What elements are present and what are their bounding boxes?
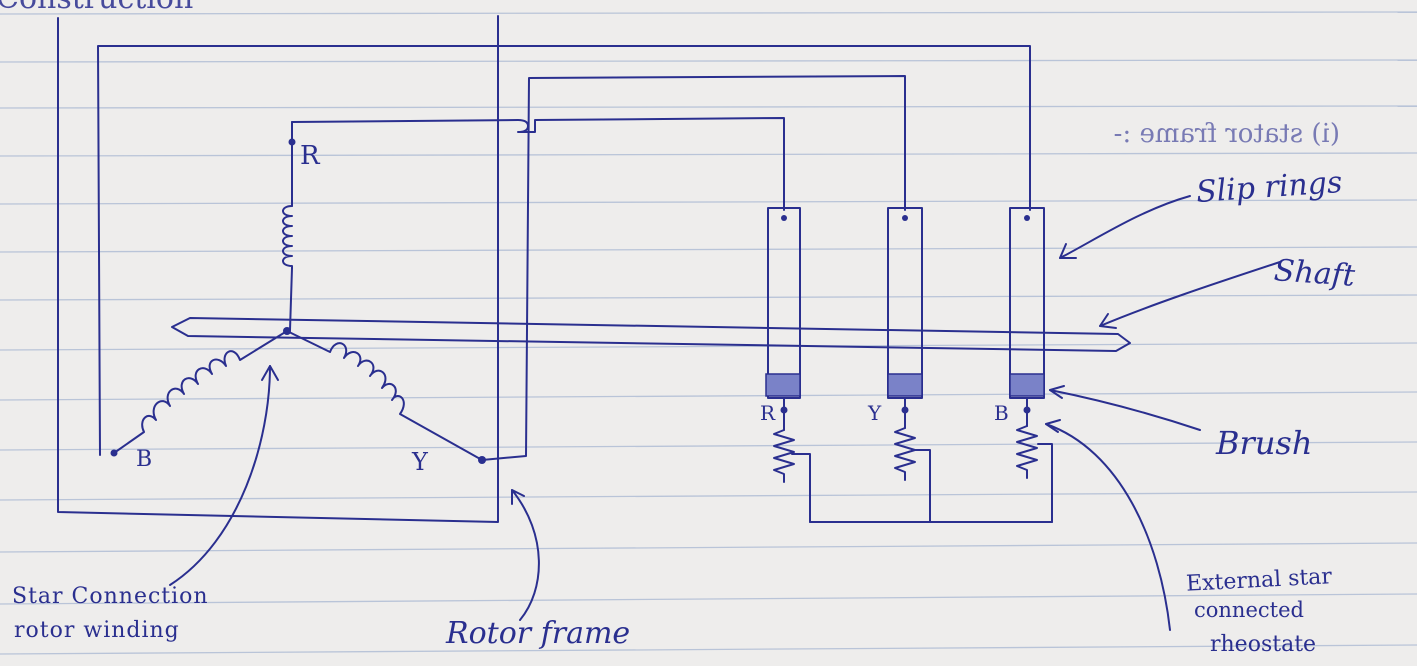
slip-ring-y xyxy=(887,207,923,399)
brush-y xyxy=(887,373,923,397)
ruled-lines xyxy=(0,11,1417,655)
label-shaft: Shaft xyxy=(1272,253,1357,294)
ring-terminal-y: Y xyxy=(867,401,882,425)
rotor-frame-outline xyxy=(57,15,499,523)
wire-y-loop xyxy=(481,75,906,461)
slip-ring-b xyxy=(1009,207,1045,399)
bleed-through-text: (i) stator frame :- xyxy=(1114,119,1340,149)
winding-terminal-r: R xyxy=(300,141,321,171)
brush-r xyxy=(765,373,801,397)
winding-terminal-y: Y xyxy=(411,448,429,476)
shaft xyxy=(171,317,1131,352)
brushes xyxy=(765,373,1045,397)
ring-terminal-r: R xyxy=(760,401,776,425)
label-brush: Brush xyxy=(1216,424,1313,462)
label-star-winding-line1: Star Connection xyxy=(12,584,209,609)
junction-dots xyxy=(110,138,1031,464)
label-rheostat-line2: connected xyxy=(1194,598,1304,622)
winding-terminal-b: B xyxy=(136,447,152,472)
resistor-icon xyxy=(773,429,795,483)
arrow-icon xyxy=(169,365,271,586)
arrow-icon xyxy=(1049,389,1201,431)
ring-terminal-b: B xyxy=(994,401,1009,425)
wire-r-loop xyxy=(291,117,785,211)
arrow-icon xyxy=(511,489,540,621)
resistor-icon xyxy=(894,427,916,481)
brush-b xyxy=(1009,373,1045,397)
arrow-icon xyxy=(1059,195,1191,259)
label-rotor-frame: Rotor frame xyxy=(446,616,631,651)
resistor-icon xyxy=(1016,425,1038,479)
slip-ring-r xyxy=(767,207,801,399)
heading-fragment: Construction xyxy=(0,0,193,16)
wire-b-loop xyxy=(97,45,1031,456)
label-rheostat-line3: rheostate xyxy=(1210,632,1317,657)
coil-icon xyxy=(113,330,288,454)
arrow-icon xyxy=(1045,423,1171,631)
coil-icon xyxy=(282,205,293,269)
arrow-icon xyxy=(1099,261,1281,327)
coil-icon xyxy=(286,330,483,461)
label-star-winding-line2: rotor winding xyxy=(14,618,180,643)
